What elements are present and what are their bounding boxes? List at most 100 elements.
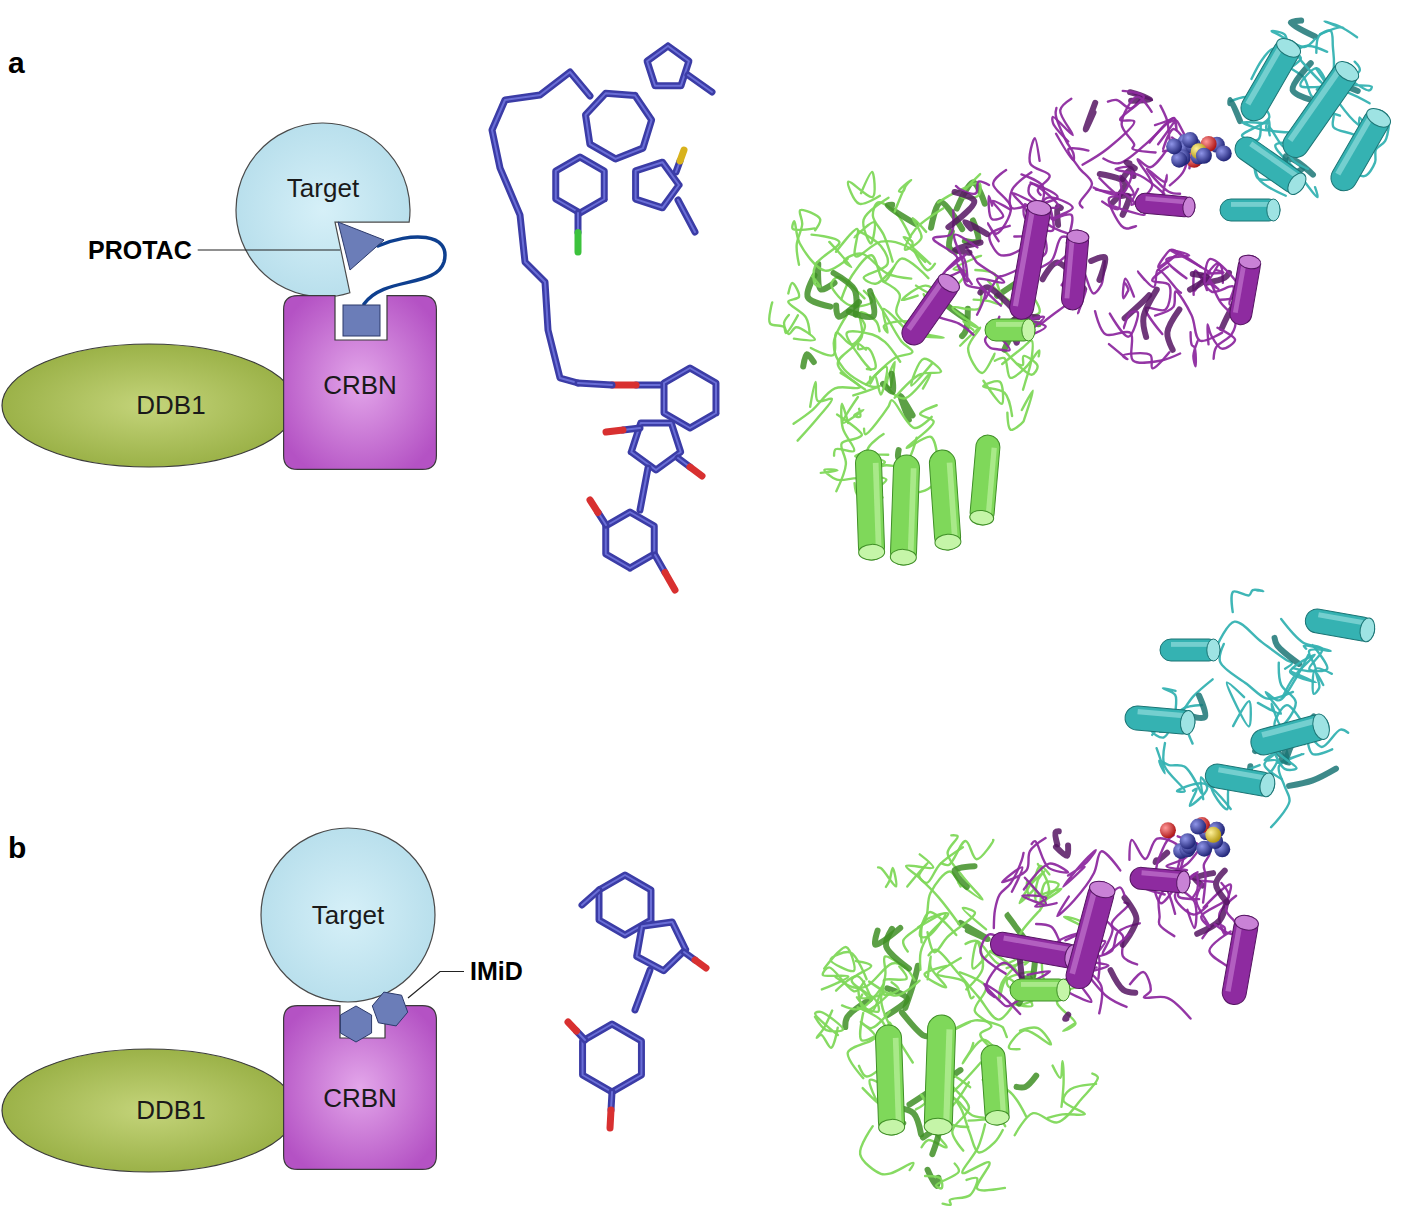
circle-wedge-outline: [236, 123, 410, 297]
cylinder-body: [897, 270, 963, 349]
cylinder-cap: [1022, 319, 1035, 341]
bond-highlight: [636, 384, 660, 386]
ribbon: [1320, 21, 1357, 37]
hetero-atom-bond: [695, 960, 706, 968]
ribbon: [1227, 683, 1251, 727]
bond-highlight: [556, 157, 604, 213]
panel-letter: b: [8, 831, 26, 865]
helix-cylinder: [1063, 879, 1117, 992]
helix-cylinder: [855, 450, 885, 561]
ribbon: [943, 1178, 978, 1205]
ribbon: [1086, 103, 1096, 130]
hetero-atom-bond: [590, 500, 598, 513]
target-ligand-triangle: [338, 222, 384, 270]
bond-stick: [578, 383, 612, 385]
ddb1-ellipse: DDB1: [1, 1048, 297, 1173]
ribbon: [1022, 878, 1056, 907]
helix-cylinder: [989, 930, 1082, 969]
ribbon: [1002, 341, 1033, 390]
cylinder-cap: [1332, 57, 1362, 85]
cylinder-body: [1061, 229, 1090, 311]
ribbon: [1242, 120, 1290, 132]
protein-complex-a: [769, 21, 1394, 566]
ribbon: [1129, 838, 1180, 872]
cylinder-cap: [1176, 871, 1191, 894]
cylinder-cap: [969, 509, 994, 525]
ligand-sphere: [1166, 138, 1182, 154]
helix-cylinder: [1326, 105, 1394, 196]
cylinder-cap: [1066, 229, 1089, 244]
ribbon: [1158, 890, 1175, 937]
ligand-sphere: [1216, 145, 1232, 161]
ribbon: [1065, 1015, 1068, 1019]
hetero-atom-bond: [612, 382, 636, 389]
cylinder-body: [1220, 914, 1259, 1007]
bond-highlight: [583, 1024, 642, 1092]
node-outline: [235, 122, 411, 298]
bond-highlight: [640, 468, 648, 510]
cylinder-cap: [1358, 617, 1376, 643]
ribbon: [1275, 638, 1300, 664]
ribbon: [875, 928, 900, 945]
ribbon: [1293, 646, 1331, 671]
helix-cylinder: [875, 1025, 905, 1136]
bond-stick: [637, 922, 686, 971]
bond-highlight: [664, 368, 716, 428]
cylinder-body: [1220, 199, 1280, 221]
ribbon: [858, 231, 894, 284]
cylinder-shine: [1137, 709, 1183, 718]
cylinder-body: [1008, 199, 1052, 321]
cylinder-cap: [1182, 197, 1196, 218]
ribbon: [1002, 838, 1046, 892]
bond-stick: [636, 162, 679, 208]
bond-stick: [556, 157, 604, 213]
hetero-atom-bond: [575, 233, 582, 253]
cylinder-body: [980, 1044, 1010, 1125]
ribbon: [925, 1164, 959, 1189]
ribbon: [1068, 148, 1092, 207]
ribbon: [784, 315, 815, 340]
cylinder-shine: [1318, 612, 1364, 625]
target-protein: Target: [235, 122, 411, 298]
cylinder-shine: [1288, 70, 1341, 142]
cylinder-cap: [1207, 639, 1220, 661]
bond-stick: [636, 382, 660, 389]
ribbon: [1055, 831, 1058, 844]
ribbon: [1083, 91, 1144, 165]
bond-highlight: [586, 93, 652, 159]
cylinder-cap: [934, 533, 961, 550]
helix-cylinder: [1248, 712, 1332, 758]
ribbon: [1216, 871, 1227, 903]
cylinder-shine: [1003, 935, 1069, 952]
bond-stick: [664, 368, 716, 428]
ribbon: [849, 291, 874, 317]
helix-cylinder: [1303, 607, 1376, 643]
ribbon: [948, 835, 983, 899]
bond-highlight: [678, 200, 695, 232]
ribbon: [1123, 279, 1134, 299]
callout-label: IMiD: [470, 957, 523, 986]
cylinder-body: [985, 319, 1035, 341]
ribbon: [798, 382, 832, 441]
helix-cylinder: [890, 455, 920, 566]
cylinder-shine: [1249, 142, 1298, 178]
bond-highlight: [637, 922, 686, 971]
helix-cylinder: [980, 1044, 1010, 1125]
notched-box-outline: [284, 296, 437, 470]
ribbon: [902, 1012, 929, 1036]
cylinder-body: [1160, 639, 1220, 661]
ellipse-outline: [2, 344, 296, 467]
protein-complex-b: [815, 590, 1377, 1205]
ribbon: [983, 381, 1012, 416]
ligand-sphere: [1196, 148, 1212, 164]
cylinder-shine: [986, 447, 997, 513]
cylinder-cap: [1238, 254, 1262, 271]
cylinder-shine: [1233, 265, 1246, 313]
callout-label: PROTAC: [88, 236, 192, 265]
ribbon: [1048, 1084, 1096, 1118]
ribbon: [1196, 883, 1229, 927]
ribbon: [925, 956, 947, 987]
cylinder-shine: [1141, 870, 1179, 878]
cylinder-body: [890, 455, 920, 566]
cylinder-body: [1326, 105, 1394, 196]
